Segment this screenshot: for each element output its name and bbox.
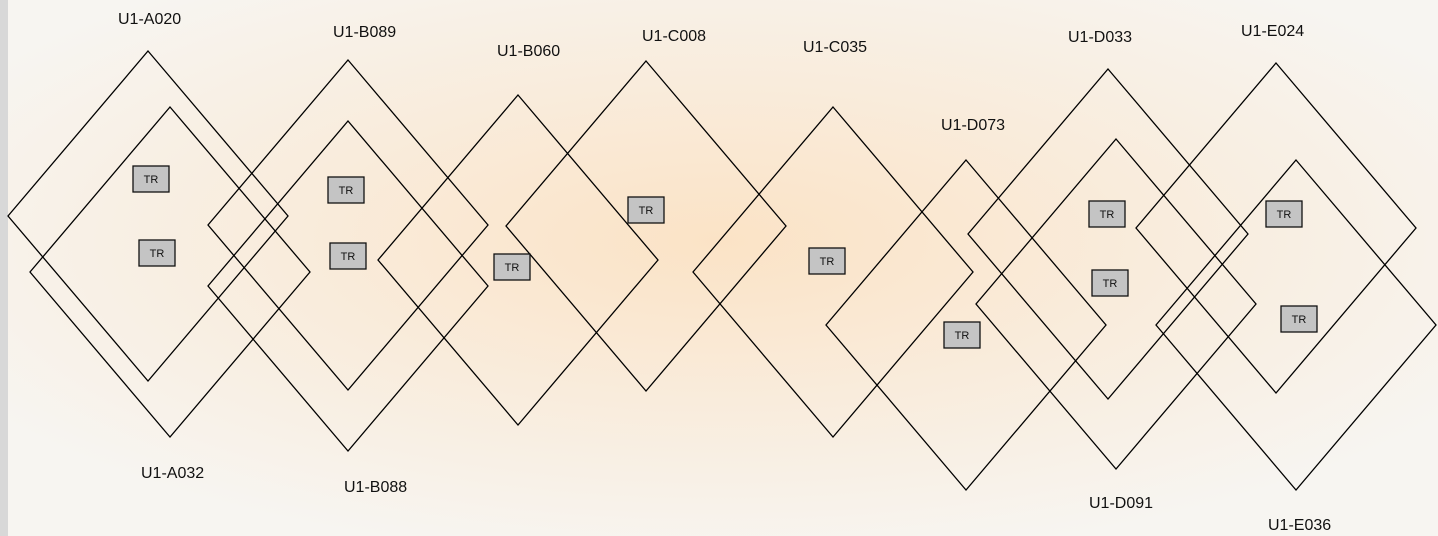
tr-marker: TR bbox=[132, 165, 170, 193]
tr-marker-label: TR bbox=[1103, 278, 1118, 290]
diamond-u1-e024 bbox=[1135, 61, 1417, 395]
tr-marker-box bbox=[138, 239, 176, 267]
tr-marker-label: TR bbox=[1292, 314, 1307, 326]
tr-marker-box bbox=[132, 165, 170, 193]
unit-label-u1-e036: U1-E036 bbox=[1268, 517, 1331, 534]
diamond-u1-a020 bbox=[7, 49, 289, 383]
tr-marker-box bbox=[1265, 200, 1303, 228]
unit-label-u1-d091: U1-D091 bbox=[1089, 495, 1153, 512]
tr-marker: TR bbox=[627, 196, 665, 224]
tr-marker: TR bbox=[138, 239, 176, 267]
unit-label-u1-e024: U1-E024 bbox=[1241, 23, 1304, 40]
tr-marker-box bbox=[627, 196, 665, 224]
tr-marker-label: TR bbox=[341, 251, 356, 263]
diamond-u1-b089 bbox=[207, 58, 489, 392]
unit-label-u1-b088: U1-B088 bbox=[344, 479, 407, 496]
diamond-u1-a032 bbox=[29, 105, 311, 439]
unit-label-u1-a020: U1-A020 bbox=[118, 11, 181, 28]
diamond-u1-d033 bbox=[967, 67, 1249, 401]
diamond-layer bbox=[7, 49, 1437, 492]
tr-marker-box bbox=[1088, 200, 1126, 228]
tr-marker-box bbox=[943, 321, 981, 349]
unit-label-u1-d033: U1-D033 bbox=[1068, 29, 1132, 46]
tr-marker-label: TR bbox=[339, 185, 354, 197]
tr-marker-box bbox=[329, 242, 367, 270]
diamond-u1-c035 bbox=[692, 105, 974, 439]
tr-marker: TR bbox=[1265, 200, 1303, 228]
tr-marker-label: TR bbox=[1277, 209, 1292, 221]
left-edge bbox=[0, 0, 8, 536]
diamond-u1-d073 bbox=[825, 158, 1107, 492]
diamond-u1-e036 bbox=[1155, 158, 1437, 492]
tr-marker-box bbox=[808, 247, 846, 275]
tr-marker-label: TR bbox=[505, 262, 520, 274]
tr-marker-label: TR bbox=[820, 256, 835, 268]
tr-marker-box bbox=[1091, 269, 1129, 297]
tr-marker-label: TR bbox=[955, 330, 970, 342]
unit-label-u1-b060: U1-B060 bbox=[497, 43, 560, 60]
tr-marker: TR bbox=[1091, 269, 1129, 297]
unit-label-u1-a032: U1-A032 bbox=[141, 465, 204, 482]
diamond-u1-b088 bbox=[207, 119, 489, 453]
tr-marker-box bbox=[327, 176, 365, 204]
tr-marker-label: TR bbox=[1100, 209, 1115, 221]
tr-marker-label: TR bbox=[639, 205, 654, 217]
tr-marker-label: TR bbox=[150, 248, 165, 260]
tr-marker: TR bbox=[327, 176, 365, 204]
unit-label-u1-c035: U1-C035 bbox=[803, 39, 867, 56]
unit-label-u1-b089: U1-B089 bbox=[333, 24, 396, 41]
diamond-u1-d091 bbox=[975, 137, 1257, 471]
tr-marker: TR bbox=[1280, 305, 1318, 333]
unit-label-u1-d073: U1-D073 bbox=[941, 117, 1005, 134]
tr-marker-box bbox=[493, 253, 531, 281]
tr-marker: TR bbox=[329, 242, 367, 270]
marker-layer: TR TR TR TR TR TR TR TR TR TR TR TR bbox=[132, 165, 1318, 349]
diamond-u1-b060 bbox=[377, 93, 659, 427]
diamond-u1-c008 bbox=[505, 59, 787, 393]
unit-label-u1-c008: U1-C008 bbox=[642, 28, 706, 45]
tr-marker: TR bbox=[493, 253, 531, 281]
tr-marker: TR bbox=[808, 247, 846, 275]
tr-marker: TR bbox=[943, 321, 981, 349]
tr-marker-box bbox=[1280, 305, 1318, 333]
tr-marker-label: TR bbox=[144, 174, 159, 186]
tr-marker: TR bbox=[1088, 200, 1126, 228]
